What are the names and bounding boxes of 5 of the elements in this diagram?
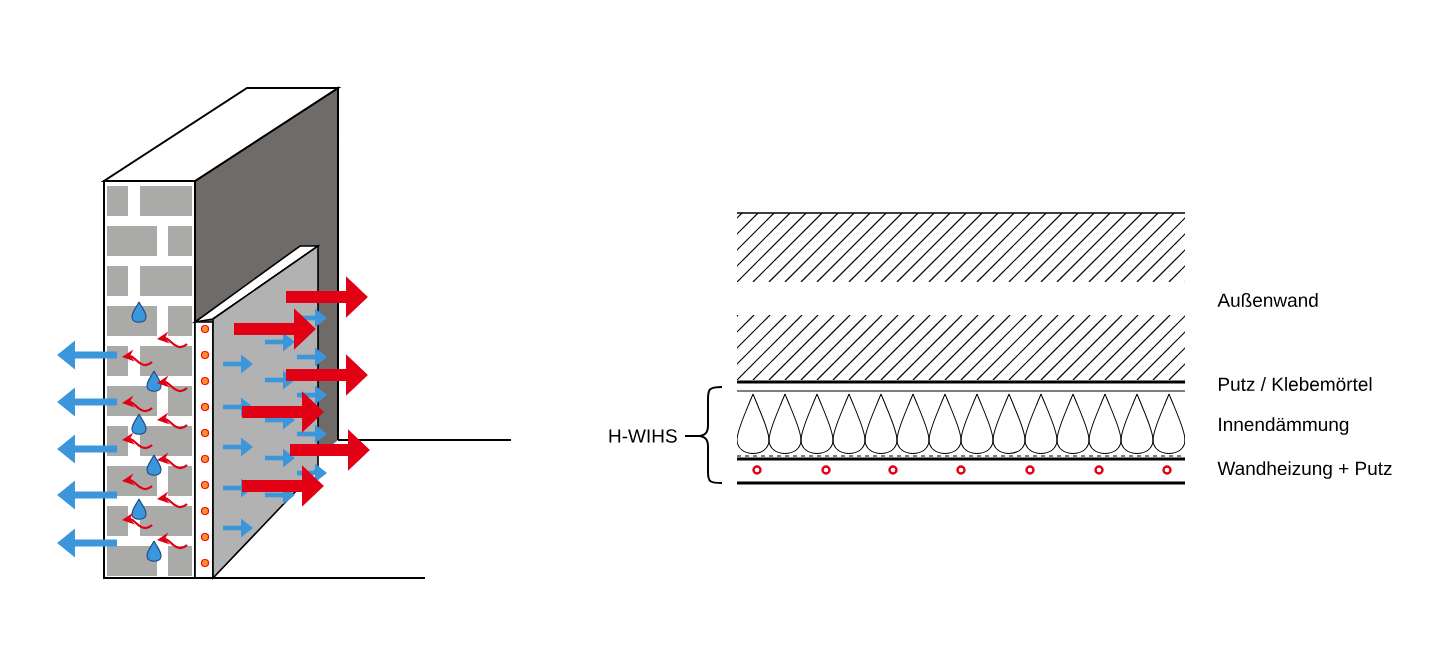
layer-label: Außenwand	[1217, 293, 1318, 307]
layer-label: Putz / Klebemörtel	[1219, 377, 1372, 391]
layer-label: Wandheizung + Putz	[1217, 461, 1392, 479]
layer-label: Innendämmung	[1219, 417, 1349, 435]
system-label: H-WIHS	[609, 429, 677, 443]
